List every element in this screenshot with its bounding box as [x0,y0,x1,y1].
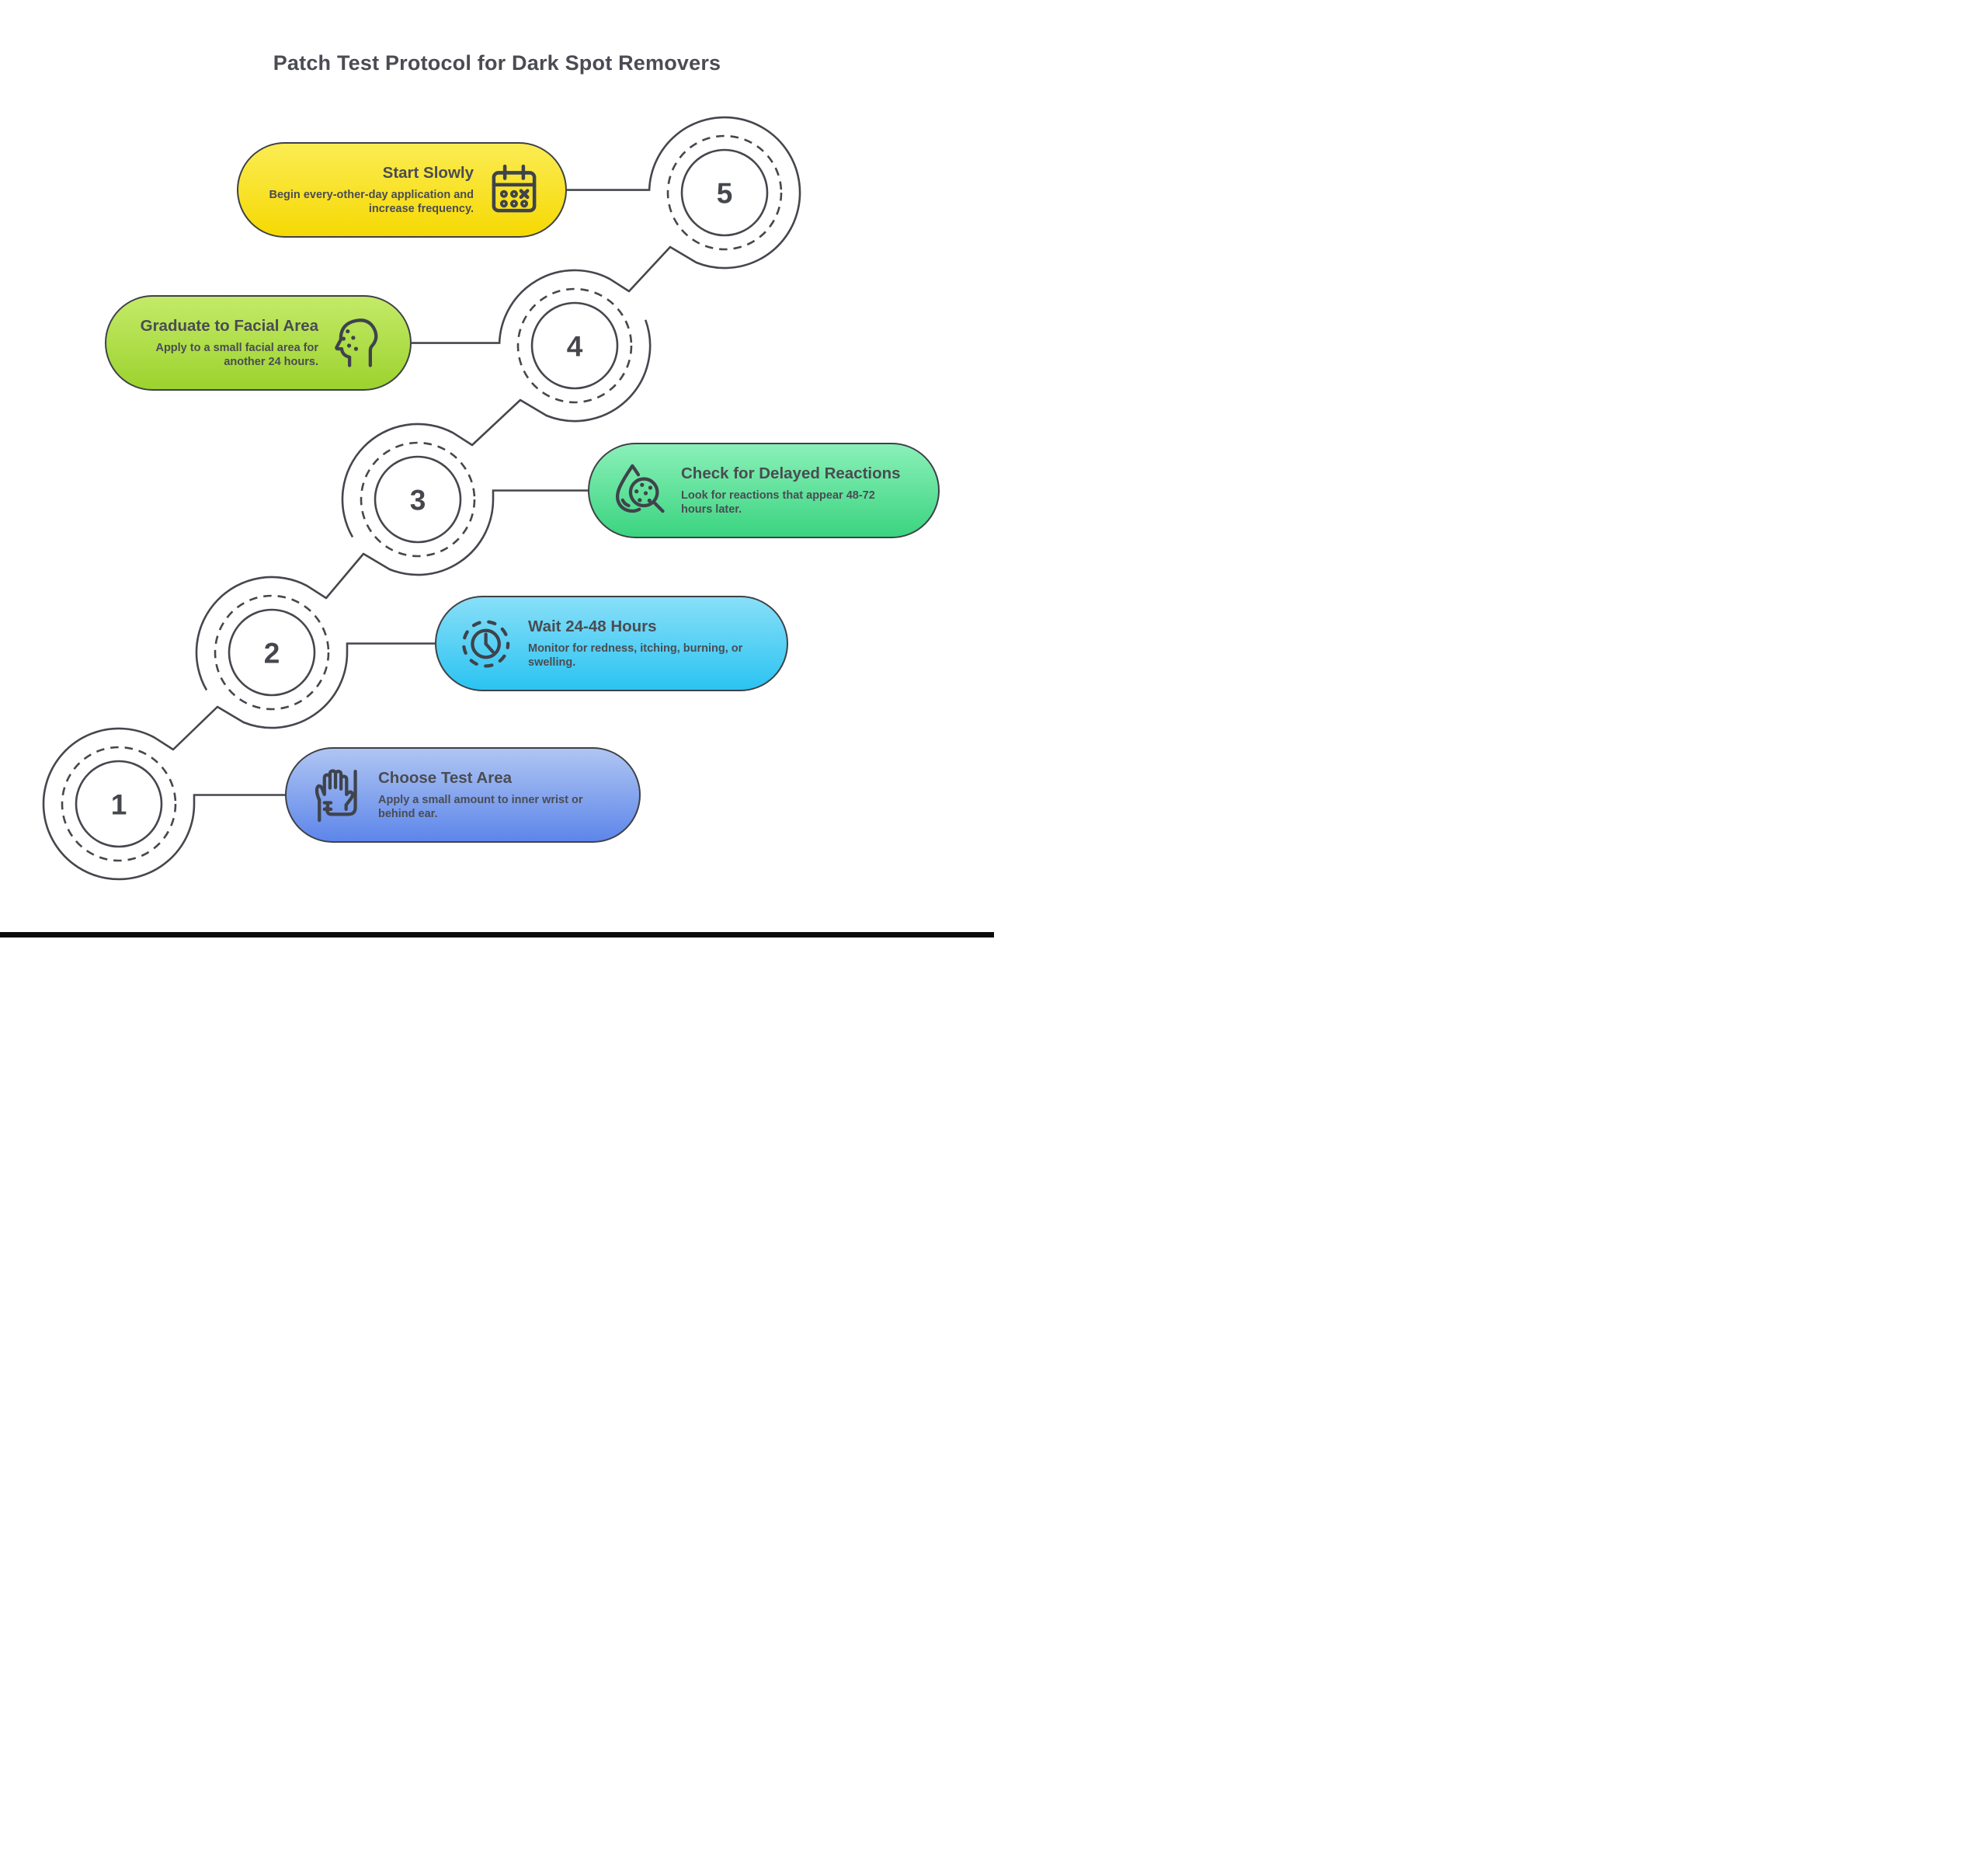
step-number-2: 2 [264,638,280,670]
face-profile-icon [329,314,388,373]
step-description: Apply a small amount to inner wrist or b… [378,793,583,820]
calendar-icon [485,161,544,220]
connector-1-2 [153,705,245,751]
step-description: Monitor for redness, itching, burning, o… [528,642,743,669]
step-title: Start Slowly [382,163,474,182]
bottom-bar [0,932,994,938]
infographic-canvas: Patch Test Protocol for Dark Spot Remove… [0,0,994,938]
step-number-3: 3 [410,485,426,517]
step-title: Check for Delayed Reactions [681,464,901,482]
step-circle-1: 1 [42,727,285,881]
step-number-4: 4 [567,331,583,363]
step-title: Graduate to Facial Area [140,316,318,335]
dashed-ring [516,287,633,404]
connector-4-5 [609,245,697,293]
dashed-ring [214,594,330,711]
connector-3-4 [452,398,547,447]
outer-ring [567,116,801,270]
outer-ring [341,423,454,538]
connector-2-3 [306,552,391,600]
step-card-choose-test-area: Choose Test Area Apply a small amount to… [285,747,641,843]
step-circle-2: 2 [195,576,435,729]
clock-icon [458,614,517,673]
step-circle-3: 3 [341,423,588,576]
dashed-ring [360,441,476,558]
inner-ring [530,301,619,390]
step-card-graduate-facial-area: Graduate to Facial Area Apply to a small… [105,295,412,391]
inner-ring [680,148,769,237]
dashed-ring [61,746,177,862]
step-description: Apply to a small facial area for another… [155,341,318,368]
step-card-check-delayed-reactions: Check for Delayed Reactions Look for rea… [588,443,940,538]
step-description: Look for reactions that appear 48-72 hou… [681,489,875,516]
step-circle-4: 4 [412,269,652,423]
step-card-wait-24-48-hours: Wait 24-48 Hours Monitor for redness, it… [435,596,788,691]
step-title: Choose Test Area [378,768,513,787]
step-number-5: 5 [717,178,733,210]
outer-ring [243,642,435,729]
step-title: Wait 24-48 Hours [528,617,657,635]
hand-icon [308,766,367,825]
dashed-ring [666,134,783,251]
droplet-magnifier-icon [611,461,670,520]
inner-ring [374,455,462,544]
page-title: Patch Test Protocol for Dark Spot Remove… [273,51,721,75]
outer-ring [389,489,588,576]
step-number-1: 1 [111,789,127,821]
outer-ring [546,319,652,423]
step-circle-5: 5 [567,116,801,270]
step-card-start-slowly: Start Slowly Begin every-other-day appli… [237,142,567,238]
step-description: Begin every-other-day application and in… [269,188,474,215]
outer-ring [42,727,285,881]
step-flow-diagram: 1 2 3 4 [42,116,801,881]
inner-ring [228,608,316,697]
outer-ring [195,576,308,691]
inner-ring [75,760,163,848]
outer-ring [412,269,611,344]
